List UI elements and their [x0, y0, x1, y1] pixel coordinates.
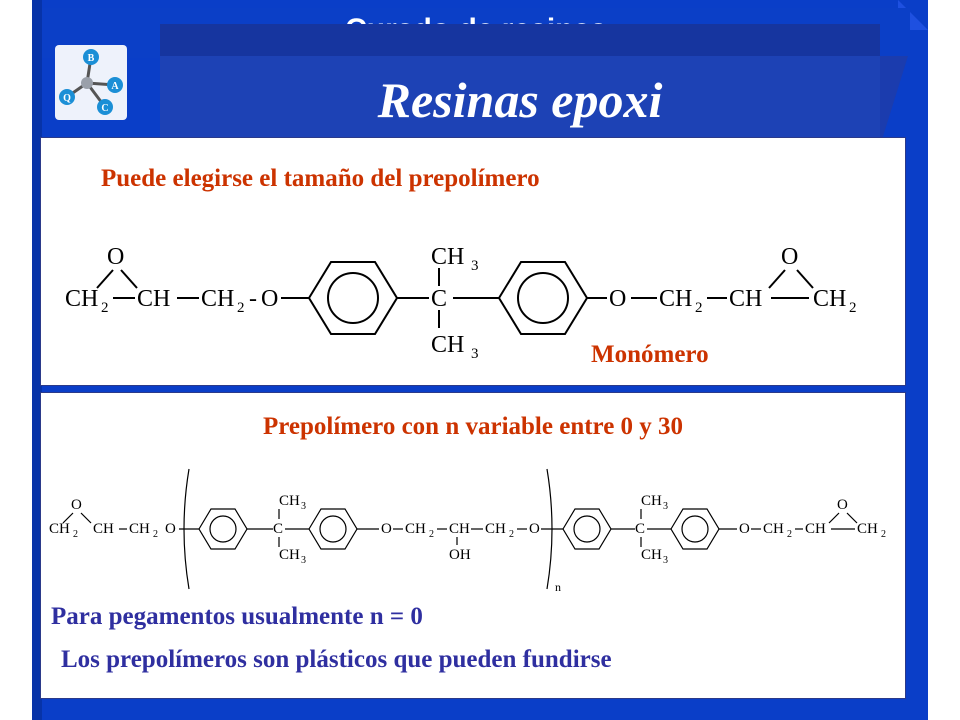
atom-label: CH — [93, 521, 114, 537]
atom-label: CH — [857, 521, 878, 537]
subscript: 3 — [471, 258, 479, 274]
atom-label: CH — [405, 521, 426, 537]
monomer-panel: Puede elegirse el tamaño del prepolímero… — [40, 137, 906, 386]
note-line-2: Los prepolímeros son plásticos que puede… — [61, 646, 612, 673]
atom-label: CH — [279, 493, 300, 509]
molecule-abc-logo: B A C Q — [55, 45, 127, 120]
atom-label: CH — [641, 493, 662, 509]
atom-label: C — [635, 521, 645, 537]
subscript: 2 — [153, 529, 158, 540]
atom-label: CH — [137, 286, 170, 312]
monomer-caption: Monómero — [591, 341, 709, 368]
molecule-icon: B A C Q — [59, 49, 123, 115]
frame-shade — [32, 0, 42, 720]
atom-label: CH — [641, 547, 662, 563]
bond-dash: - — [249, 286, 257, 312]
note-line-1: Para pegamentos usualmente n = 0 — [51, 603, 423, 630]
atom-label: OH — [449, 547, 471, 563]
subscript: 2 — [101, 300, 109, 316]
slide-title: Resinas epoxi — [377, 72, 663, 128]
atom-label: O — [381, 521, 392, 537]
prepolymer-panel: Prepolímero con n variable entre 0 y 30 … — [40, 392, 906, 699]
subscript: 2 — [787, 529, 792, 540]
title-tab-shadow — [160, 24, 880, 58]
atom-label: CH — [449, 521, 470, 537]
prepolymer-structure: O CH 2 CH CH 2 O C CH 3 CH 3 — [49, 468, 886, 594]
logo-letter: C — [101, 103, 108, 114]
atom-label: CH — [729, 286, 762, 312]
atom-label: CH — [763, 521, 784, 537]
panel2-heading: Prepolímero con n variable entre 0 y 30 — [262, 413, 684, 440]
subscript: 3 — [663, 501, 668, 512]
atom-label: CH — [431, 332, 464, 358]
repeat-subscript: n — [555, 580, 561, 594]
panel1-heading: Puede elegirse el tamaño del prepolímero — [101, 165, 540, 192]
atom-label: O — [71, 497, 82, 513]
subscript: 3 — [301, 501, 306, 512]
subscript: 3 — [301, 555, 306, 566]
title-box — [160, 56, 880, 146]
logo-letter: A — [111, 81, 119, 92]
atom-label: C — [431, 286, 447, 312]
atom-label: CH — [49, 521, 70, 537]
subscript: 2 — [73, 529, 78, 540]
atom-label: O — [739, 521, 750, 537]
subscript: 2 — [849, 300, 857, 316]
subscript: 3 — [663, 555, 668, 566]
atom-label: O — [165, 521, 176, 537]
atom-label: CH — [805, 521, 826, 537]
atom-label: CH — [201, 286, 234, 312]
logo-letter: B — [88, 53, 95, 64]
title-box-bevel — [880, 56, 908, 146]
atom-label: CH — [813, 286, 846, 312]
atom-label: O — [529, 521, 540, 537]
atom-label: CH — [485, 521, 506, 537]
atom-label: CH — [65, 286, 98, 312]
logo-letter: Q — [63, 93, 71, 104]
atom-label: C — [273, 521, 283, 537]
subscript: 3 — [471, 346, 479, 362]
atom-label: CH — [431, 244, 464, 270]
atom-label: CH — [129, 521, 150, 537]
atom-label: CH — [659, 286, 692, 312]
atom-label: CH — [279, 547, 300, 563]
atom-label: O — [107, 244, 124, 270]
atom-label: O — [261, 286, 278, 312]
subscript: 2 — [695, 300, 703, 316]
atom-label: O — [609, 286, 626, 312]
subscript: 2 — [881, 529, 886, 540]
atom-label: O — [781, 244, 798, 270]
subscript: 2 — [429, 529, 434, 540]
subscript: 2 — [237, 300, 245, 316]
subscript: 2 — [509, 529, 514, 540]
atom-label: O — [837, 497, 848, 513]
monomer-structure: O CH 2 CH CH 2 - O C CH 3 CH 3 — [65, 244, 857, 362]
